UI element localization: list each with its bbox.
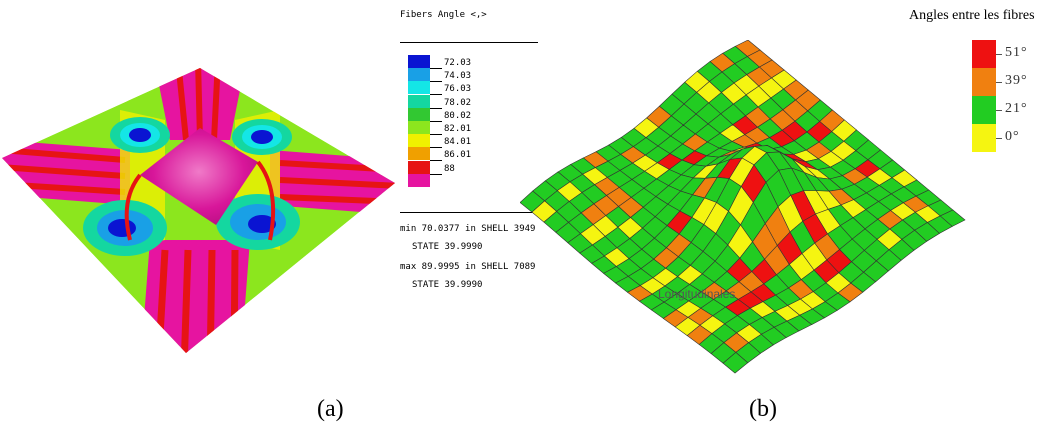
legend-a-swatch: [408, 173, 430, 187]
legend-a-tick: [430, 160, 442, 162]
legend-a-swatch: [408, 55, 430, 68]
legend-a-bottom-rule: [400, 212, 538, 213]
legend-a-top-rule: [400, 42, 538, 43]
contour-island-top-right: [232, 119, 292, 155]
legend-b-swatch: [972, 68, 996, 96]
contour-island-bottom-left: [83, 200, 167, 256]
legend-b-swatch: [972, 124, 996, 152]
legend-a-tick: [430, 94, 442, 96]
legend-b-value: 0°: [1005, 129, 1020, 144]
legend-a-value: 76.03: [444, 84, 472, 95]
legend-b-swatch: [972, 96, 996, 124]
legend-b-title: Angles entre les fibres: [909, 8, 1035, 23]
legend-a-value: 82.01: [444, 124, 472, 134]
central-dome: [140, 128, 258, 225]
legend-a-swatch: [408, 134, 430, 148]
legend-a-tick: [430, 134, 442, 135]
legend-a-value: 80.02: [444, 110, 472, 121]
legend-b-tick: [996, 54, 1002, 55]
legend-a-value: 88: [444, 163, 455, 174]
legend-b-swatch: [972, 40, 996, 68]
mesh-grid: [520, 40, 966, 374]
plate-surface: [2, 68, 395, 353]
stripe-region-left: [2, 140, 130, 205]
mesh-overlay-label: Longitudinales: [658, 287, 735, 301]
legend-a-tick: [430, 120, 442, 122]
legend-a-value: 86.01: [444, 150, 472, 161]
legend-a-value: 78.02: [444, 97, 472, 108]
legend-a-swatch: [408, 81, 430, 95]
caption-a: (a): [317, 396, 344, 422]
fiber-angle-mesh-plot: Longitudinales: [520, 40, 966, 374]
legend-a-value: 74.03: [444, 71, 472, 82]
mesh-cell: [722, 351, 749, 374]
legend-b-tick: [996, 110, 1002, 111]
legend-a-swatch: [408, 121, 430, 134]
caption-b: (b): [749, 396, 777, 422]
legend-b-tick: [996, 82, 1002, 83]
legend-a-swatch: [408, 107, 430, 121]
legend-b-value: 39°: [1005, 73, 1028, 88]
legend-a-swatch: [408, 94, 430, 108]
legend-a-swatch: [408, 68, 430, 82]
stripe-region-bottom: [140, 240, 250, 353]
legend-a-swatch: [408, 147, 430, 161]
legend-a-tick: [430, 68, 442, 69]
max-value-line: max 89.9995 in SHELL 7089: [400, 262, 536, 272]
fiber-angle-contour-plot: [2, 68, 395, 353]
max-state-line: STATE 39.9990: [412, 280, 483, 290]
legend-a-value: 72.03: [444, 58, 472, 68]
legend-a-tick: [430, 81, 442, 83]
legend-b-value: 51°: [1005, 45, 1028, 60]
legend-a-tick: [430, 147, 442, 149]
contour-island-top-left: [110, 117, 170, 153]
legend-a-swatch: [408, 160, 430, 174]
legend-a-value: 84.01: [444, 137, 472, 148]
legend-a-tick: [430, 173, 442, 175]
min-state-line: STATE 39.9990: [412, 242, 483, 252]
legend-a-tick: [430, 107, 442, 109]
legend-a-title: Fibers Angle <,>: [400, 10, 487, 20]
legend-b-tick: [996, 138, 1002, 139]
legend-b-value: 21°: [1005, 101, 1028, 116]
min-value-line: min 70.0377 in SHELL 3949: [400, 224, 536, 234]
